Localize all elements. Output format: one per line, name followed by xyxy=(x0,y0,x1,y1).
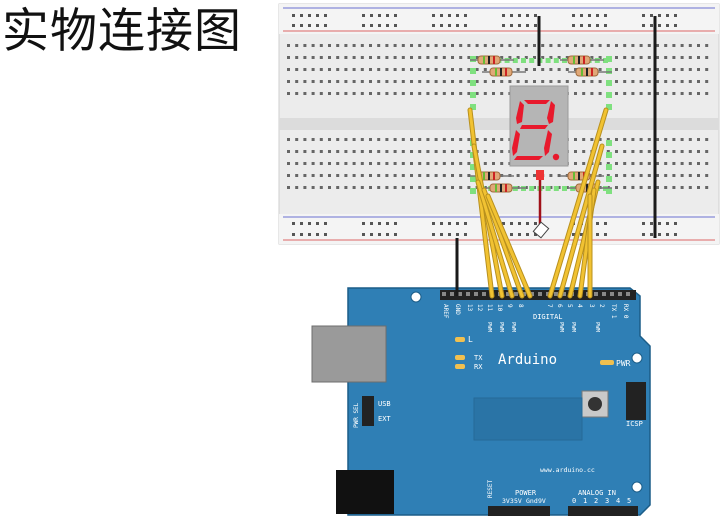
power-jack xyxy=(336,470,394,514)
analog-pin-label: 5 xyxy=(627,497,631,505)
power-pin-label: 3V3 xyxy=(502,497,514,505)
pwr-sel-jumper[interactable] xyxy=(362,396,374,426)
pin-label: RX 0 xyxy=(622,304,629,319)
pin-label: 2 xyxy=(598,304,605,308)
brand-label: Arduino xyxy=(498,352,557,368)
pwm-label: PWM xyxy=(558,322,564,333)
pin-label: 7 xyxy=(546,304,553,308)
pwm-label: PWM xyxy=(486,322,492,333)
segment-2 xyxy=(516,101,524,124)
pin-label: 6 xyxy=(556,304,563,308)
icsp-header xyxy=(626,382,646,420)
usb-label: USB xyxy=(378,400,391,408)
yellow-wire xyxy=(468,108,494,298)
power-pin-label: 5V xyxy=(514,497,522,505)
analog-pin-label: 3 xyxy=(605,497,609,505)
power-header xyxy=(488,506,550,516)
pin-label: 4 xyxy=(576,304,583,308)
led-rx-label: RX xyxy=(474,363,483,371)
pwm-label: PWM xyxy=(570,322,576,333)
pin-label: 9 xyxy=(506,304,513,308)
pin-label: 11 xyxy=(486,304,493,312)
pwm-label: PWM xyxy=(594,322,600,333)
digital-label: DIGITAL xyxy=(533,313,563,321)
yellow-wire xyxy=(486,194,532,298)
pin-label: TX 1 xyxy=(610,304,617,319)
pwm-label: PWM xyxy=(498,322,504,333)
analog-label: ANALOG IN xyxy=(578,489,616,497)
led-l xyxy=(455,337,465,342)
pin-label: 5 xyxy=(566,304,573,308)
segment-1 xyxy=(547,101,555,124)
analog-pin-label: 0 xyxy=(572,497,576,505)
segment-5 xyxy=(512,130,520,156)
pin-label: 3 xyxy=(588,304,595,308)
pin-label: 8 xyxy=(517,304,524,308)
pin-label: 13 xyxy=(466,304,473,312)
cursor-marker xyxy=(532,221,550,239)
arduino-board: Arduino DIGITAL PWR L TX RX USB EXT PWR … xyxy=(311,287,651,516)
pin-label: AREF xyxy=(442,304,449,319)
diagram-title: 实物连接图 xyxy=(2,4,242,59)
segment-3 xyxy=(520,125,548,129)
pwr-sel-label: PWR SEL xyxy=(353,402,360,428)
yellow-wire xyxy=(548,108,608,298)
led-tx xyxy=(455,355,465,360)
analog-pin-label: 1 xyxy=(583,497,587,505)
pin-label: GND xyxy=(454,304,461,315)
ext-label: EXT xyxy=(378,415,391,423)
pwr-label: PWR xyxy=(616,359,631,368)
segment-0 xyxy=(524,100,550,104)
power-label: POWER xyxy=(515,489,537,497)
yellow-wire xyxy=(558,144,604,298)
yellow-wires xyxy=(467,107,609,299)
analog-pin-label: 2 xyxy=(594,497,598,505)
analog-pin-label: 4 xyxy=(616,497,620,505)
reset-button-cap[interactable] xyxy=(588,397,602,411)
pwm-label: PWM xyxy=(510,322,516,333)
red-led xyxy=(536,170,544,180)
power-pin-label: 9V xyxy=(538,497,546,505)
decimal-point xyxy=(552,153,560,161)
led-pwr xyxy=(600,360,614,365)
pin-label: 10 xyxy=(496,304,503,312)
icsp-label: ICSP xyxy=(626,420,643,428)
led-rx xyxy=(455,364,465,369)
segments xyxy=(512,100,555,160)
reset-label: RESET xyxy=(487,480,494,498)
yellow-wire xyxy=(476,180,514,298)
url-label: www.arduino.cc xyxy=(540,466,595,474)
breadboard xyxy=(278,3,720,245)
analog-header xyxy=(568,506,638,516)
power-pin-label: Gnd xyxy=(526,497,538,505)
usb-jack xyxy=(311,325,387,383)
segment-4 xyxy=(544,130,552,156)
led-tx-label: TX xyxy=(474,354,483,362)
segment-6 xyxy=(514,156,543,160)
led-l-label: L xyxy=(468,335,473,344)
seven-segment-display xyxy=(509,85,569,167)
mcu-chip xyxy=(473,397,583,441)
pin-label: 12 xyxy=(476,304,483,312)
